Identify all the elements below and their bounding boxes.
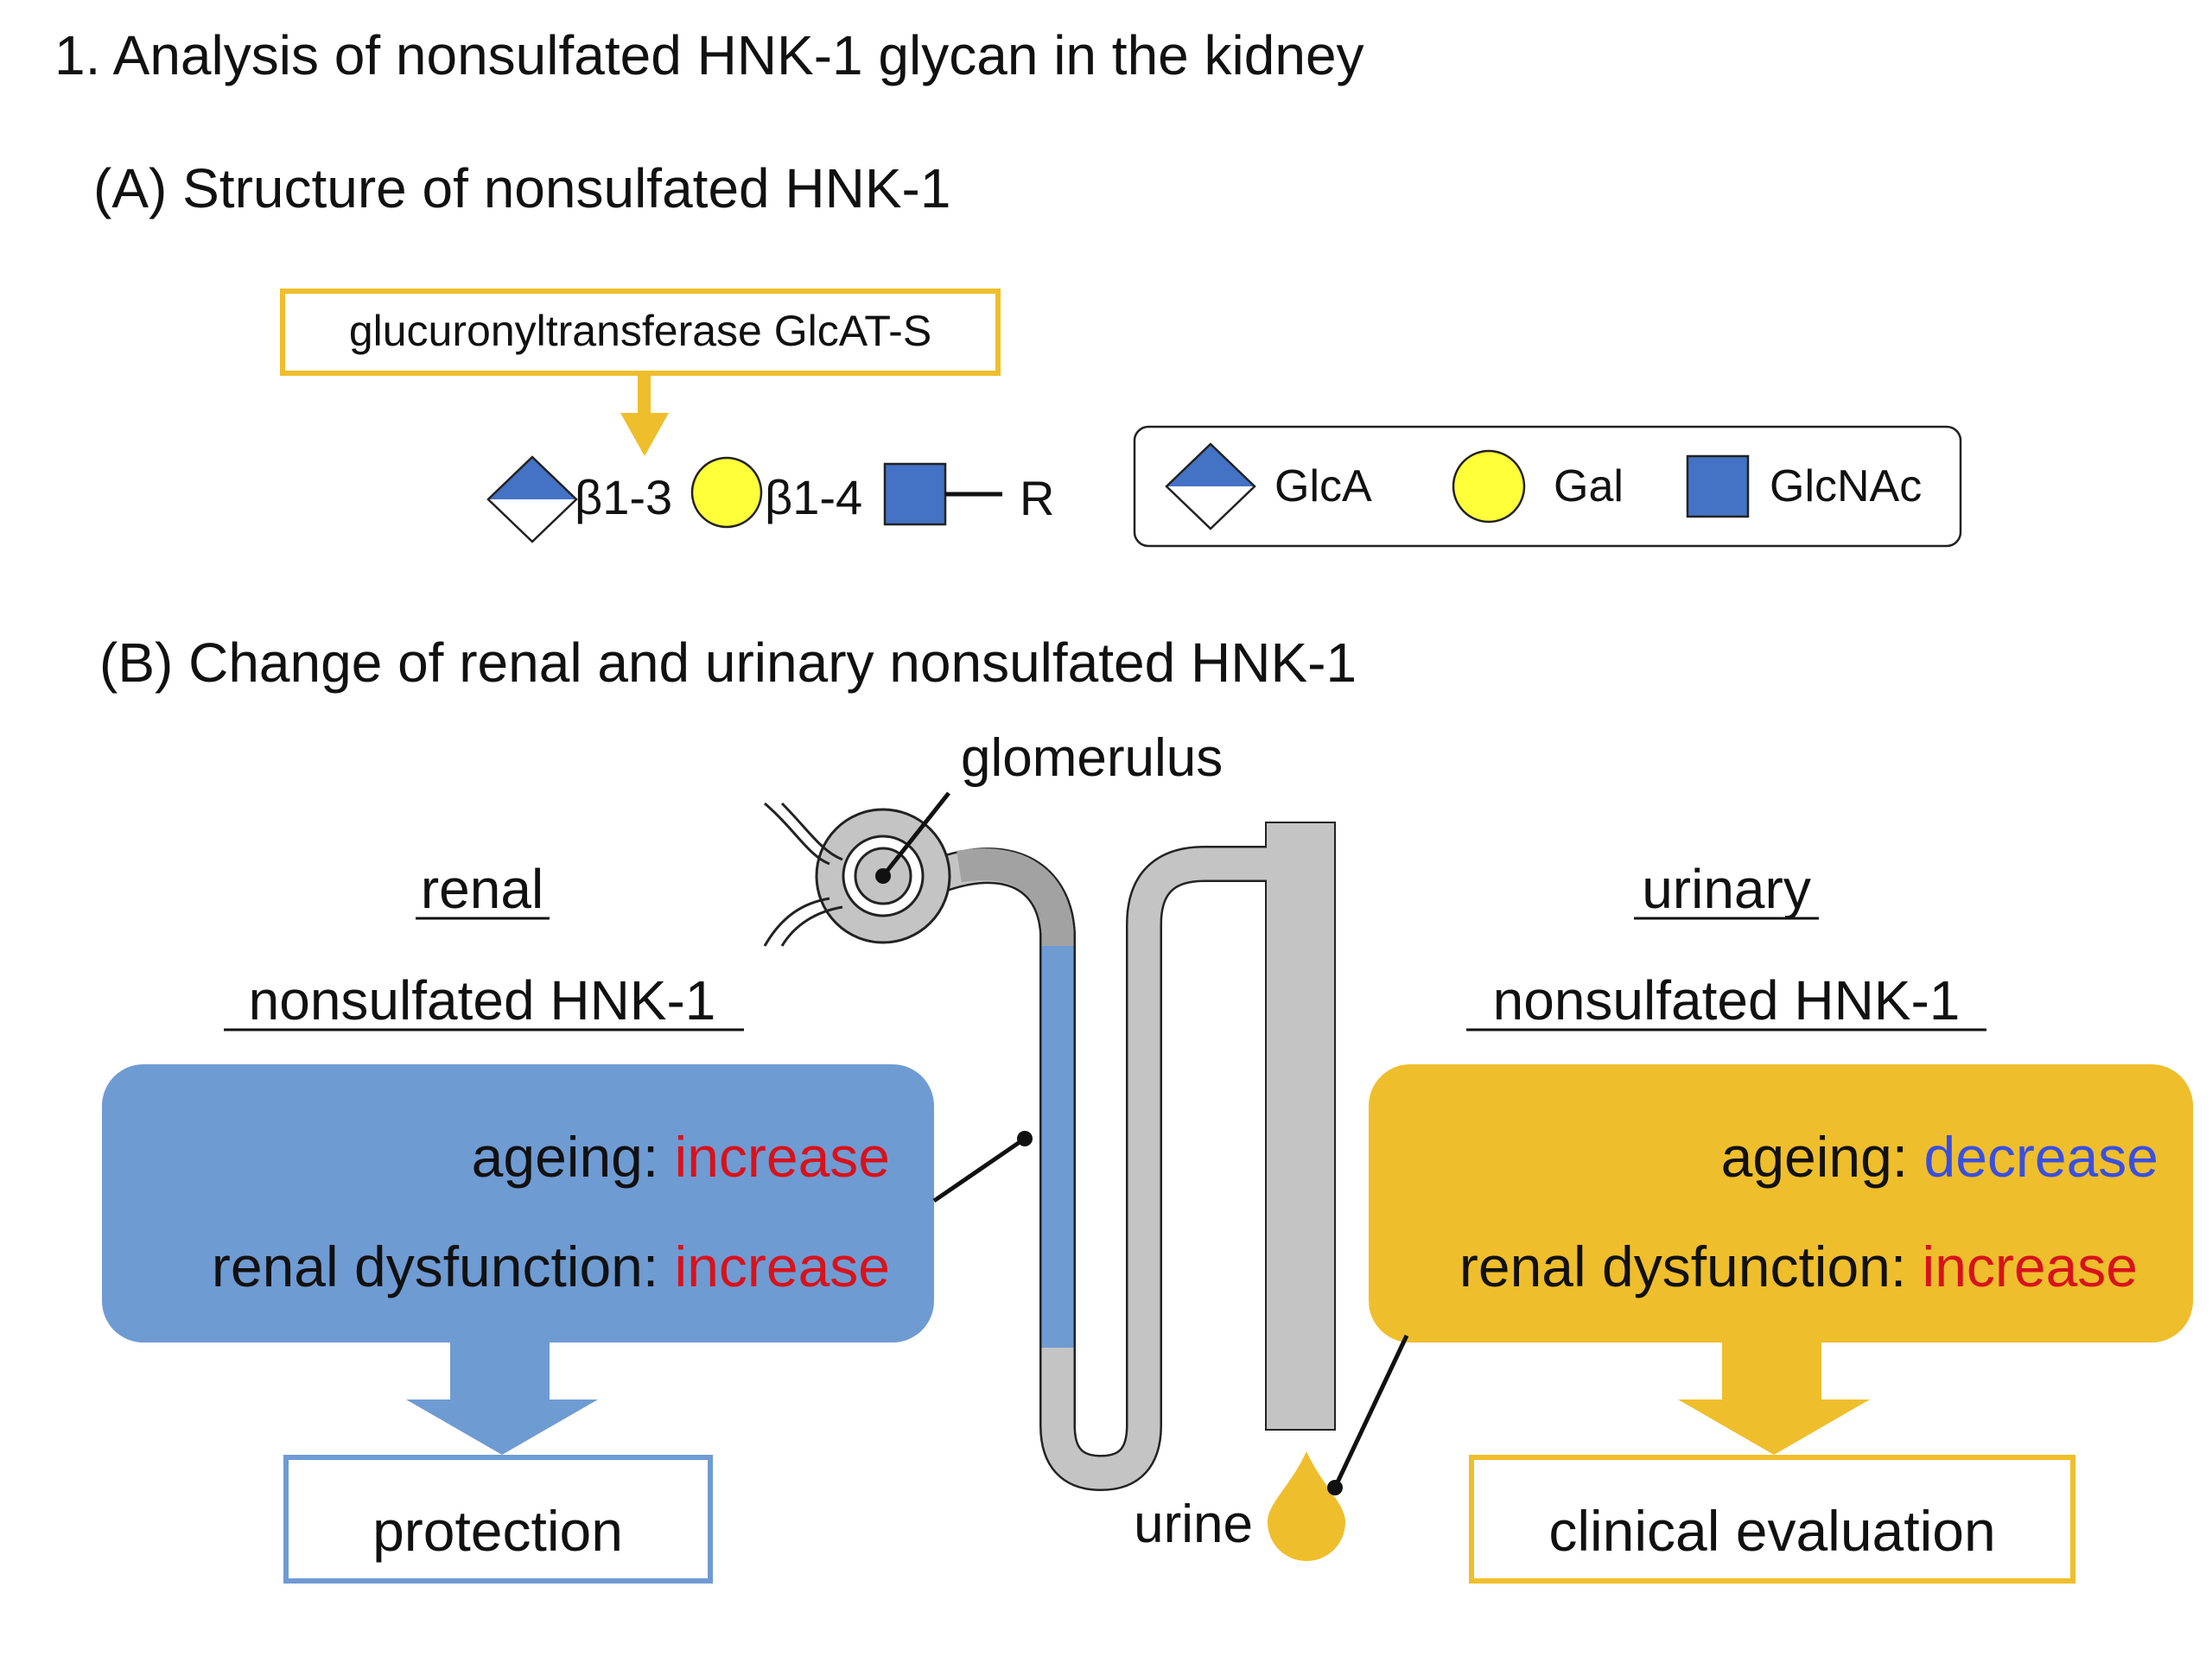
- legend-label-glcnac: GlcNAc: [1770, 461, 1922, 511]
- symbol-legend: GlcA Gal GlcNAc: [1133, 425, 1962, 548]
- urinary-arrow-head: [1678, 1400, 1870, 1455]
- renal-ageing-label: ageing:: [472, 1125, 675, 1189]
- legend-label-glca: GlcA: [1274, 461, 1372, 511]
- renal-ageing-value: increase: [675, 1125, 890, 1189]
- renal-change-box: [102, 1064, 934, 1342]
- glomerulus-pointer-dot: [875, 868, 891, 884]
- urinary-ageing-value: decrease: [1923, 1125, 2158, 1189]
- tubule-hnk1-segment: [1041, 946, 1074, 1348]
- collecting-duct: [1265, 822, 1336, 1431]
- figure-title: 1. Analysis of nonsulfated HNK-1 glycan …: [54, 24, 1364, 86]
- urinary-ageing-line: ageing: decrease: [1721, 1125, 2158, 1189]
- renal-pointer-line: [932, 1136, 1027, 1203]
- nephron-illustration: glomerulus urine: [763, 728, 1345, 1561]
- enzyme-label: glucuronyltransferase GlcAT-S: [349, 307, 931, 355]
- renal-dysfunction-value: increase: [675, 1235, 890, 1298]
- enzyme-callout: glucuronyltransferase GlcAT-S: [280, 289, 1001, 456]
- linkage-beta1-4: β1-4: [765, 470, 862, 524]
- urinary-ageing-label: ageing:: [1721, 1125, 1924, 1189]
- glcnac-square-icon: [883, 462, 947, 526]
- urinary-outcome-label: clinical evaluation: [1548, 1499, 1995, 1563]
- aglycone-r: R: [1020, 471, 1054, 525]
- glca-diamond-icon: [486, 455, 578, 543]
- legend-glca-diamond-icon: [1165, 442, 1256, 530]
- glomerulus-label: glomerulus: [961, 728, 1223, 788]
- protection-box: [283, 1455, 713, 1584]
- urinary-section: urinary nonsulfated HNK-1 ageing: decrea…: [1327, 858, 2193, 1584]
- urinary-dysfunction-value: increase: [1923, 1235, 2138, 1298]
- urinary-header-line2: nonsulfated HNK-1: [1493, 969, 1961, 1031]
- legend-box: [1133, 425, 1962, 548]
- panel-a-heading: (A) Structure of nonsulfated HNK-1: [93, 157, 950, 219]
- tubule-outline: [917, 846, 1266, 1491]
- legend-label-gal: Gal: [1554, 461, 1624, 511]
- enzyme-arrow-shaft: [638, 373, 651, 415]
- urinary-header-line1: urinary: [1642, 858, 1811, 920]
- urinary-dysfunction-line: renal dysfunction: increase: [1459, 1235, 2138, 1298]
- renal-pointer-dot: [1017, 1131, 1033, 1146]
- clinical-evaluation-box: [1469, 1455, 2075, 1584]
- urinary-dysfunction-label: renal dysfunction:: [1459, 1235, 1923, 1298]
- tubule-proximal-segment: [957, 848, 1074, 946]
- renal-section: renal nonsulfated HNK-1 ageing: increase…: [102, 858, 1033, 1584]
- urine-drop-icon: [1268, 1451, 1345, 1561]
- gal-circle-icon: [690, 456, 763, 529]
- glomerulus-pointer-line: [881, 791, 950, 878]
- legend-gal-circle-icon: [1452, 449, 1526, 524]
- renal-outcome-label: protection: [372, 1499, 623, 1563]
- renal-ageing-line: ageing: increase: [472, 1125, 890, 1189]
- renal-tubule: [918, 847, 1268, 1489]
- urinary-arrow-shaft: [1722, 1342, 1821, 1401]
- renal-dysfunction-line: renal dysfunction: increase: [212, 1235, 890, 1298]
- renal-header-line2: nonsulfated HNK-1: [249, 969, 716, 1031]
- urinary-pointer-line: [1332, 1334, 1409, 1489]
- efferent-arteriole-outer: [763, 897, 830, 947]
- urinary-pointer-dot: [1327, 1480, 1343, 1495]
- urinary-change-box: [1369, 1064, 2193, 1342]
- linkage-beta1-3: β1-3: [575, 470, 672, 524]
- renal-header-line1: renal: [421, 858, 543, 920]
- urine-label: urine: [1134, 1495, 1253, 1554]
- panel-b-heading: (B) Change of renal and urinary nonsulfa…: [99, 632, 1357, 694]
- afferent-arteriole-inner: [780, 802, 843, 861]
- efferent-arteriole-inner: [780, 905, 843, 947]
- enzyme-box: [280, 289, 1001, 376]
- enzyme-arrow-head: [620, 413, 669, 456]
- afferent-arteriole-outer: [764, 802, 830, 866]
- renal-dysfunction-label: renal dysfunction:: [212, 1235, 675, 1298]
- legend-glcnac-square-icon: [1686, 454, 1750, 518]
- renal-arrow-shaft: [450, 1342, 550, 1401]
- glycan-structure: β1-3 β1-4 R: [486, 455, 1054, 543]
- renal-arrow-head: [406, 1400, 598, 1455]
